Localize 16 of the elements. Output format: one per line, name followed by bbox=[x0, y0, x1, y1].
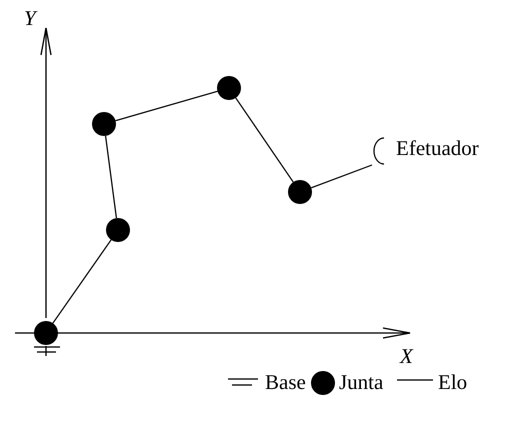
axis-label: Y bbox=[24, 8, 36, 29]
link-line bbox=[235, 98, 294, 182]
joint-circle bbox=[34, 321, 58, 345]
joint-circle bbox=[106, 218, 130, 242]
joint-circle bbox=[217, 76, 241, 100]
joint-circle bbox=[92, 112, 116, 136]
link-line bbox=[311, 164, 372, 188]
link-line bbox=[115, 90, 218, 122]
legend-label: Junta bbox=[339, 372, 384, 393]
axis-label: X bbox=[400, 346, 413, 367]
link-line bbox=[52, 240, 112, 324]
joint-circle bbox=[288, 180, 312, 204]
legend-label: Base bbox=[265, 372, 306, 393]
link-line bbox=[104, 136, 118, 218]
legend-label: Elo bbox=[438, 372, 468, 393]
effector-label: Efetuador bbox=[396, 138, 479, 159]
